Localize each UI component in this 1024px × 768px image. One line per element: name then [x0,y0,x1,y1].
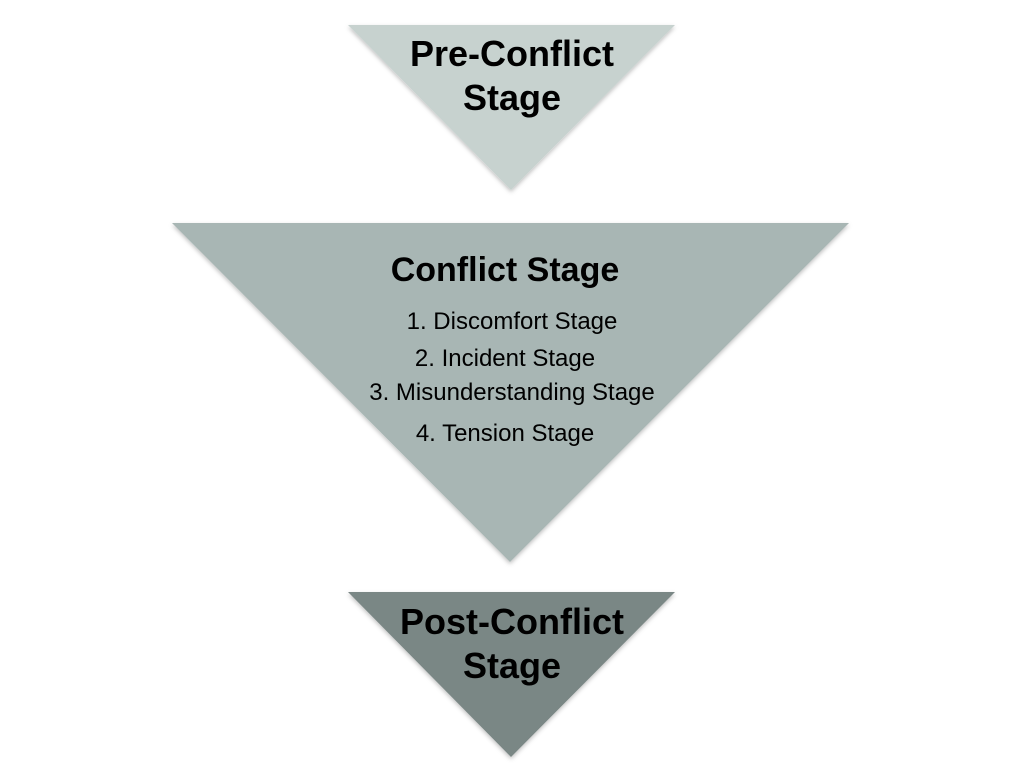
conflict-item-4: 4. Tension Stage [415,420,595,447]
pre-conflict-triangle [348,25,675,190]
pre-conflict-title-line2: Stage [462,77,562,118]
pre-conflict-title: Pre-Conflict Stage [362,32,662,120]
conflict-title: Conflict Stage [390,251,620,289]
post-conflict-triangle [348,592,675,757]
pre-conflict-title-line1: Pre-Conflict [409,33,614,74]
conflict-item-3: 3. Misunderstanding Stage [369,379,655,406]
conflict-triangle [172,223,849,562]
post-conflict-title-line2: Stage [462,645,562,686]
conflict-item-2: 2. Incident Stage [414,345,596,372]
post-conflict-title: Post-Conflict Stage [362,600,662,688]
conflict-item-1: 1. Discomfort Stage [406,308,618,335]
post-conflict-title-line1: Post-Conflict [400,601,624,642]
